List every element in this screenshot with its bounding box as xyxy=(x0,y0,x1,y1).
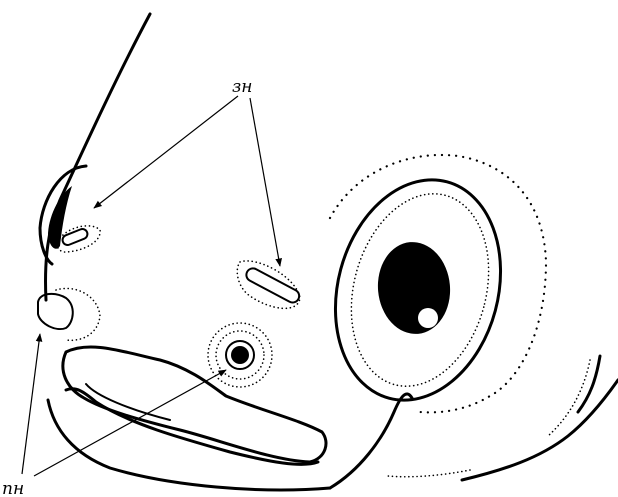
lower-jaw xyxy=(66,389,318,465)
posterior-nostril xyxy=(208,323,272,387)
head-outline xyxy=(46,14,150,300)
right-eye xyxy=(312,155,546,419)
left-eye-pupil xyxy=(48,186,72,249)
lower-label-arrow-right xyxy=(34,370,226,476)
right-upper-pore xyxy=(237,261,301,308)
lower-label: пн xyxy=(2,479,24,497)
upper-label-arrow-left xyxy=(94,96,238,208)
operculum-edge xyxy=(462,380,618,480)
cheek-line xyxy=(330,394,412,488)
lower-label-arrow-left xyxy=(22,334,40,474)
upper-label-arrow-right xyxy=(250,98,280,266)
operculum-dots xyxy=(388,360,590,477)
left-upper-pore xyxy=(57,226,100,252)
upper-label: зн xyxy=(232,77,252,97)
